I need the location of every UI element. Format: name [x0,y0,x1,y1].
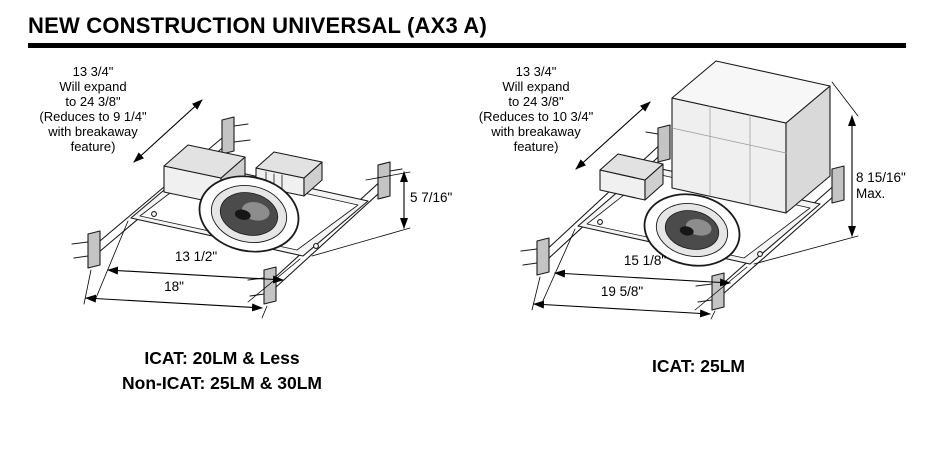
right-height-dimension: 8 15/16" Max. [856,170,906,202]
left-caption: ICAT: 20LM & Less Non-ICAT: 25LM & 30LM [16,346,428,396]
left-expand-note: 13 3/4" Will expand to 24 3/8" (Reduces … [18,64,168,154]
note-line: Will expand [59,79,127,94]
caption-line: ICAT: 20LM & Less [144,348,300,368]
left-width-dimension-outer: 18" [164,279,184,294]
page-title: NEW CONSTRUCTION UNIVERSAL (AX3 A) [28,13,488,38]
note-line: feature) [513,139,559,154]
caption-line: ICAT: 25LM [651,356,745,376]
figure-right: 13 3/4" Will expand to 24 3/8" (Reduces … [460,58,937,403]
right-caption: ICAT: 25LM [460,354,937,379]
left-housing-drawing [71,99,411,319]
height-dim-max-label: Max. [856,186,886,201]
note-line: with breakaway [48,124,138,139]
note-line: (Reduces to 9 1/4" [39,109,147,124]
dimension-lines [83,99,411,319]
caption-line: Non-ICAT: 25LM & 30LM [122,373,322,393]
light-aperture [643,193,741,267]
housing-can [671,60,831,214]
height-dim-value: 8 15/16" [856,170,906,185]
left-width-dimension-inner: 13 1/2" [174,249,218,264]
note-line: to 24 3/8" [508,94,564,109]
right-housing-drawing [520,60,859,320]
figure-left: 13 3/4" Will expand to 24 3/8" (Reduces … [16,58,472,403]
note-line: Will expand [502,79,570,94]
right-width-dimension-outer: 19 5/8" [600,284,644,299]
right-expand-note: 13 3/4" Will expand to 24 3/8" (Reduces … [460,64,612,154]
note-line: 13 3/4" [72,64,114,79]
dimension-lines [531,81,859,320]
note-line: (Reduces to 10 3/4" [478,109,594,124]
light-aperture [198,175,300,253]
note-line: 13 3/4" [515,64,557,79]
left-height-dimension: 5 7/16" [410,190,453,205]
title-underline [28,43,906,48]
note-line: feature) [70,139,116,154]
note-line: with breakaway [491,124,581,139]
note-line: to 24 3/8" [65,94,121,109]
driver-box [255,151,323,197]
right-width-dimension-inner: 15 1/8" [623,253,667,268]
